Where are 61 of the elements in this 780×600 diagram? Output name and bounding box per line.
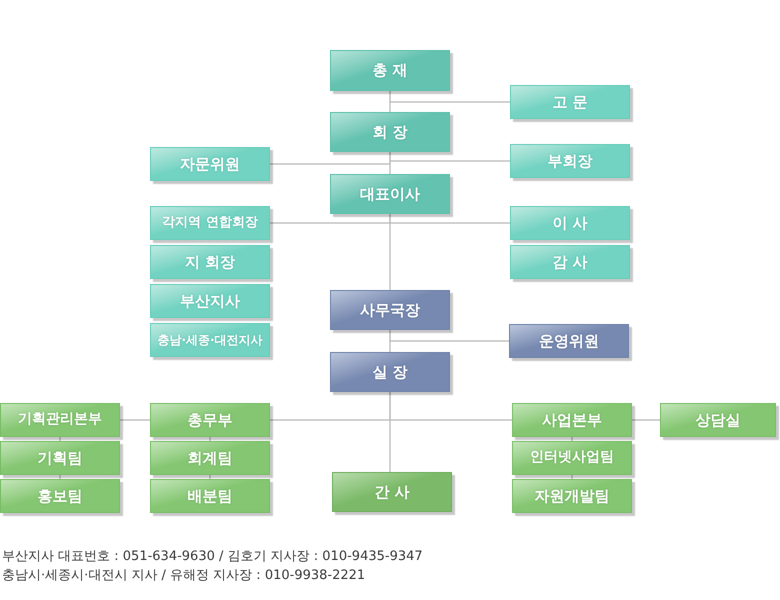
position-label: 회계팀	[188, 448, 232, 468]
position-label: 회 장	[372, 122, 408, 142]
position-box	[510, 144, 630, 178]
position-box	[330, 352, 450, 392]
position-box	[330, 50, 450, 91]
position-label: 고 문	[552, 92, 588, 112]
position-box	[330, 174, 450, 214]
position-label: 인터넷사업팀	[530, 449, 614, 467]
position-box	[332, 472, 452, 512]
position-box	[0, 479, 120, 513]
connector-line	[632, 419, 660, 421]
connector-line	[389, 330, 509, 342]
position-label: 자원개발팀	[534, 486, 610, 506]
contact-note: 충남시·세종시·대전시 지사 / 유해정 지사장 : 010-9938-2221	[2, 567, 366, 585]
position-label: 간 사	[374, 482, 410, 502]
connector-line	[389, 152, 510, 162]
position-box	[510, 206, 630, 240]
position-box	[330, 112, 450, 152]
connector-line	[389, 214, 510, 224]
position-box	[150, 479, 270, 513]
connector-line	[389, 91, 510, 103]
position-label: 각지역 연합회장	[162, 214, 258, 232]
position-box	[330, 290, 450, 330]
position-label: 배분팀	[188, 486, 232, 506]
position-box	[509, 324, 629, 358]
contact-note: 부산지사 대표번호 : 051-634-9630 / 김호기 지사장 : 010-9435-9347	[2, 548, 423, 566]
position-label: 사업본부	[542, 410, 602, 430]
position-label: 상담실	[696, 410, 740, 430]
position-label: 홍보팀	[38, 486, 82, 506]
position-box	[150, 323, 270, 357]
position-box	[150, 441, 270, 475]
connector-line	[120, 419, 150, 421]
position-box	[150, 206, 270, 240]
position-box	[512, 479, 632, 513]
position-box	[150, 284, 270, 318]
position-label: 감 사	[552, 252, 588, 272]
position-box	[0, 441, 120, 475]
position-label: 기획팀	[38, 448, 82, 468]
position-box	[0, 403, 120, 437]
position-box	[512, 403, 632, 437]
position-box	[660, 403, 776, 437]
position-box	[150, 147, 270, 181]
position-label: 총무부	[188, 410, 232, 430]
position-label: 충남·세종·대전지사	[157, 332, 263, 348]
position-label: 사무국장	[360, 300, 420, 320]
connector-line	[389, 392, 512, 421]
position-box	[150, 403, 270, 437]
position-label: 대표이사	[360, 184, 420, 204]
position-label: 실 장	[372, 362, 408, 382]
position-label: 부산지사	[180, 292, 240, 310]
position-label: 지 회장	[184, 252, 236, 272]
position-label: 자문위원	[180, 154, 240, 174]
position-label: 이 사	[552, 214, 588, 232]
position-label: 기획관리본부	[18, 411, 102, 429]
position-box	[510, 85, 630, 119]
position-box	[150, 245, 270, 279]
position-label: 운영위원	[539, 332, 599, 350]
position-box	[510, 245, 630, 279]
position-label: 총 재	[372, 61, 408, 80]
position-box	[512, 441, 632, 475]
position-label: 부회장	[548, 152, 592, 170]
